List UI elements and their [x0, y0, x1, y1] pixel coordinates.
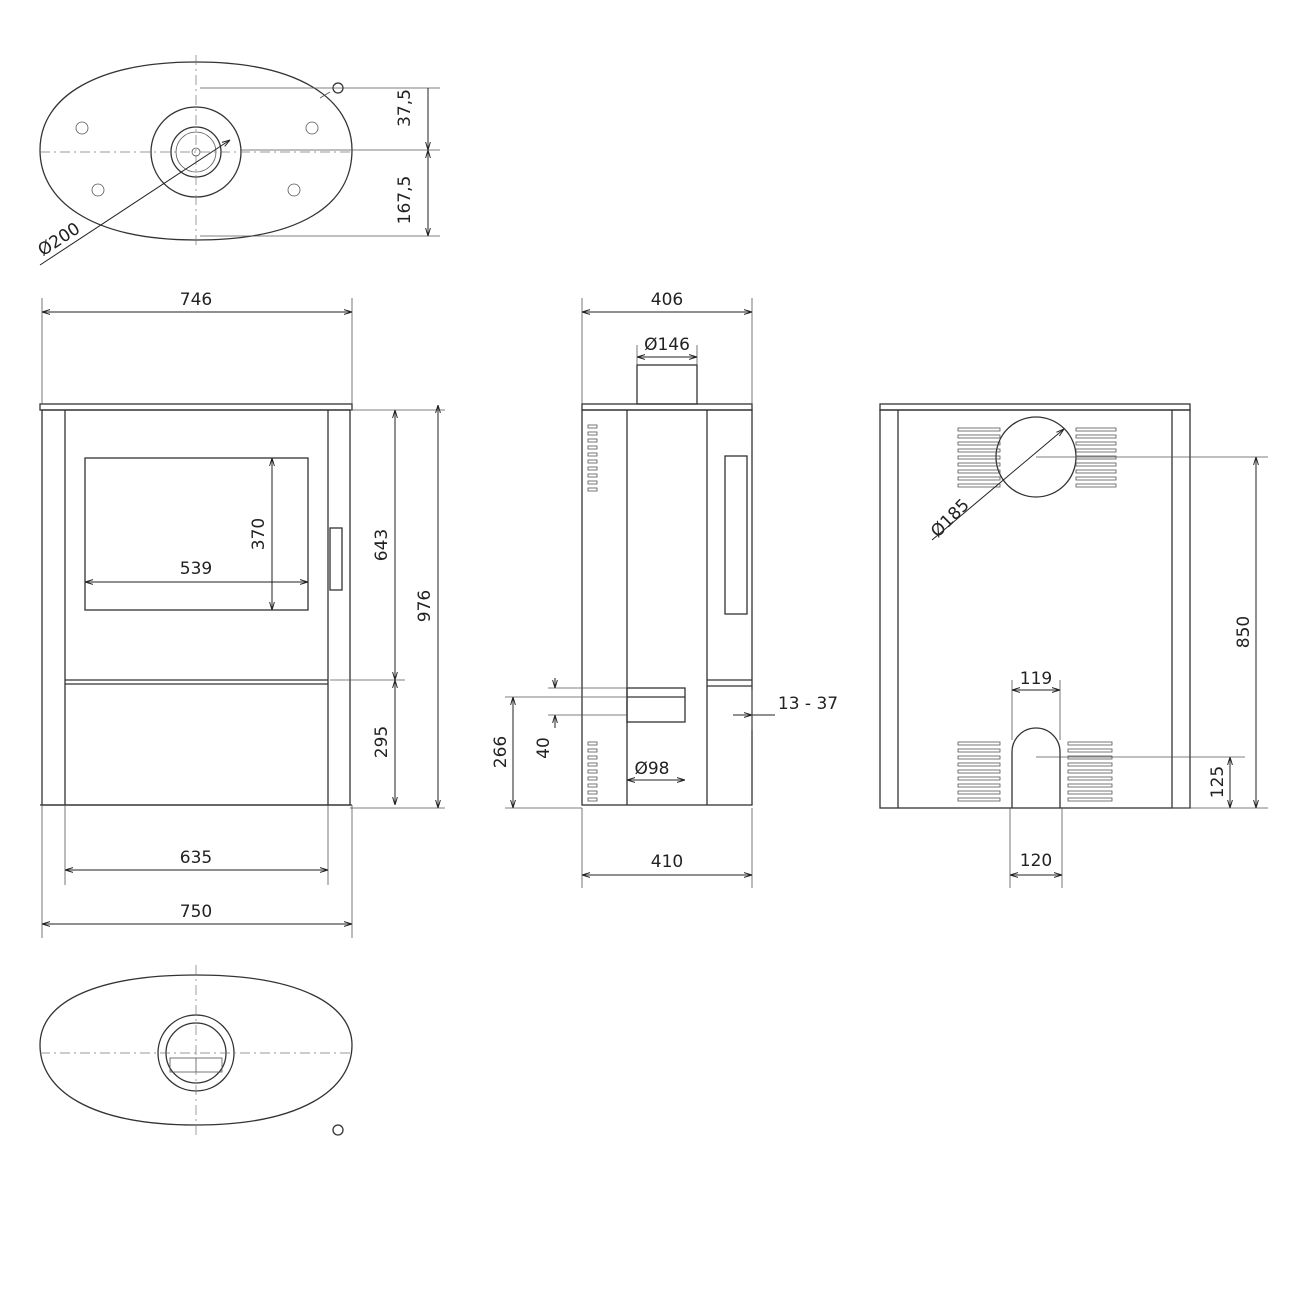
vent-slot: [957, 755, 1001, 760]
vent-slot: [1075, 441, 1117, 446]
vent-slot: [1075, 448, 1117, 453]
dim-air-inlet-diameter: Ø98: [634, 759, 669, 779]
vent-slot: [587, 431, 598, 436]
vent-slot: [957, 427, 1001, 432]
vent-slot: [587, 473, 598, 478]
vent-slot: [587, 445, 598, 450]
vent-slot: [957, 476, 1001, 481]
vent-slot: [587, 783, 598, 788]
dim-rear-offset: 167,5: [395, 176, 415, 225]
vent-slot: [1067, 797, 1113, 802]
vent-slot: [587, 487, 598, 492]
dim-rear-outlet-height: 850: [1234, 616, 1254, 648]
vent-slot: [957, 769, 1001, 774]
vent-slot: [1067, 762, 1113, 767]
back-view: Ø185 850 119 125 120: [879, 403, 1268, 888]
dim-glass-width: 539: [180, 559, 212, 579]
top-view: 37,5 167,5 Ø200: [35, 55, 440, 266]
vent-slot: [587, 480, 598, 485]
vent-slot: [587, 452, 598, 457]
dim-upper-height: 643: [372, 529, 392, 561]
vent-slot: [1067, 783, 1113, 788]
vent-slot: [957, 776, 1001, 781]
vent-slot: [587, 466, 598, 471]
side-view: 406 Ø146 266 40 Ø98 13 - 37 410: [491, 290, 838, 888]
vent-slot: [1067, 769, 1113, 774]
vent-slot: [1067, 741, 1113, 746]
vent-slot: [957, 448, 1001, 453]
dim-base-width: 750: [180, 902, 212, 922]
dim-flue-diameter: Ø200: [35, 219, 84, 261]
vent-slot: [957, 434, 1001, 439]
bottom-view: [39, 965, 353, 1136]
vent-slot: [1075, 427, 1117, 432]
dim-rear-outlet-diameter: Ø185: [927, 495, 974, 542]
door-handle: [329, 527, 343, 591]
vent-slot: [587, 769, 598, 774]
dim-front-offset: 37,5: [395, 89, 415, 127]
vent-slot: [1075, 462, 1117, 467]
dim-inner-width: 635: [180, 848, 212, 868]
vent-slot: [957, 748, 1001, 753]
dim-opening-width-top: 119: [1020, 669, 1052, 689]
vent-slot: [1075, 434, 1117, 439]
vent-slot: [957, 762, 1001, 767]
dim-total-height: 976: [415, 590, 435, 622]
vent-slot: [957, 783, 1001, 788]
vent-slot: [1075, 469, 1117, 474]
vent-slot: [957, 469, 1001, 474]
vent-slot: [957, 741, 1001, 746]
vent-slot: [1067, 776, 1113, 781]
vent-slot: [957, 455, 1001, 460]
dim-glass-height: 370: [249, 518, 269, 550]
vent-slot: [957, 483, 1001, 488]
vent-slot: [1067, 790, 1113, 795]
dim-air-inlet-height: 266: [491, 736, 511, 768]
vent-slot: [587, 776, 598, 781]
dim-air-inlet-size: 40: [534, 737, 554, 759]
front-view: 746 370 539 643 976 295 635 750: [39, 290, 445, 938]
vent-slot: [1067, 748, 1113, 753]
vent-slot: [957, 790, 1001, 795]
vent-slot: [587, 741, 598, 746]
vent-slot: [957, 462, 1001, 467]
vent-slot: [587, 459, 598, 464]
vent-slot: [587, 748, 598, 753]
vent-slot: [1075, 476, 1117, 481]
vent-slot: [587, 424, 598, 429]
dim-opening-width-bottom: 120: [1020, 851, 1052, 871]
vent-slot: [587, 438, 598, 443]
vent-slot: [957, 441, 1001, 446]
dim-depth-top: 406: [651, 290, 683, 310]
vent-slot: [587, 762, 598, 767]
dim-depth-base: 410: [651, 852, 683, 872]
vent-slot: [587, 797, 598, 802]
vent-slot: [587, 790, 598, 795]
dim-top-outlet-diameter: Ø146: [644, 335, 690, 355]
dim-opening-center-height: 125: [1208, 766, 1228, 798]
dim-width-top: 746: [180, 290, 212, 310]
dim-adjust-range: 13 - 37: [778, 694, 838, 714]
dim-lower-height: 295: [372, 726, 392, 758]
vent-slot: [587, 755, 598, 760]
vent-slot: [1075, 455, 1117, 460]
vent-slot: [1075, 483, 1117, 488]
vent-slot: [957, 797, 1001, 802]
vent-slot: [1067, 755, 1113, 760]
